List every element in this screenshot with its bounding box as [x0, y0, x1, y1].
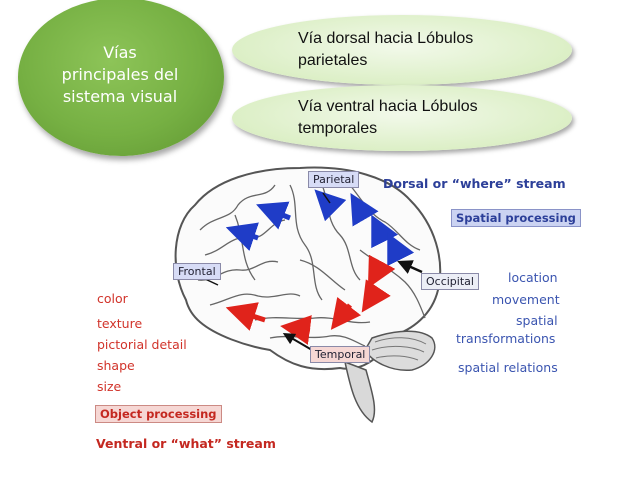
title-circle-text: Vías principales del sistema visual [61, 43, 179, 106]
dorsal-pill-text: Vía dorsal hacia Lóbulos parietales [298, 30, 474, 69]
occipital-label: Occipital [421, 273, 479, 290]
ventral-pill-text: Vía ventral hacia Lóbulos temporales [298, 98, 478, 137]
ventral-item-shape: shape [97, 358, 135, 373]
parietal-label: Parietal [308, 171, 360, 188]
dorsal-item-spatial: spatial [516, 313, 558, 328]
ventral-pill [232, 85, 572, 151]
ventral-item-color: color [97, 291, 128, 306]
dorsal-pill [232, 15, 572, 85]
frontal-label: Frontal [173, 263, 221, 280]
brainstem [343, 360, 376, 424]
dorsal-item-movement: movement [492, 292, 560, 307]
dorsal-item-spatial-relations: spatial relations [458, 360, 558, 375]
dorsal-item-transformations: transformations [456, 331, 556, 346]
object-processing-box: Object processing [95, 405, 222, 423]
temporal-label: Temporal [310, 346, 371, 363]
title-circle [18, 0, 224, 156]
cerebellum [364, 330, 436, 371]
ventral-item-pictorial-detail: pictorial detail [97, 337, 187, 352]
ventral-item-texture: texture [97, 316, 143, 331]
ventral-item-size: size [97, 379, 122, 394]
dorsal-stream-title: Dorsal or “where” stream [383, 176, 566, 191]
dorsal-item-location: location [508, 270, 558, 285]
spatial-processing-box: Spatial processing [451, 209, 581, 227]
ventral-stream-title: Ventral or “what” stream [96, 436, 276, 451]
